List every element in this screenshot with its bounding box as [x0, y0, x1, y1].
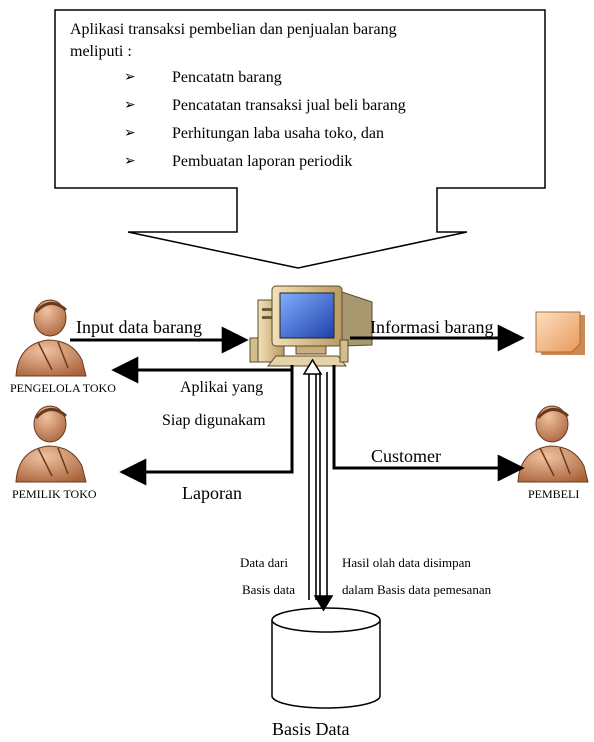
- database-cylinder-icon: [271, 607, 381, 709]
- callout-box: [54, 9, 546, 269]
- actor-label-pemilik: PEMILIK TOKO: [12, 487, 97, 501]
- list-item: Perhitungan laba usaha toko, dan: [172, 125, 384, 142]
- computer-icon: [249, 285, 373, 367]
- label-customer: Customer: [371, 446, 441, 466]
- arrow-laporan: [119, 370, 294, 486]
- label-input-data: Input data barang: [76, 317, 202, 337]
- label-laporan: Laporan: [182, 483, 242, 503]
- person-icon: [15, 299, 87, 377]
- actor-label-pengelola: PENGELOLA TOKO: [10, 381, 116, 395]
- actor-label-pembeli: PEMBELI: [528, 487, 580, 501]
- bullet-arrow-icon: ➢: [124, 98, 136, 113]
- arrow-customer: [332, 365, 525, 482]
- label-hasil-olah: Hasil olah data disimpan: [342, 555, 471, 570]
- label-hasil-olah-cont: dalam Basis data pemesanan: [342, 582, 492, 597]
- person-icon: [517, 405, 589, 483]
- bullet-arrow-icon: ➢: [124, 70, 136, 85]
- document-icon: [535, 311, 585, 355]
- label-aplikasi: Aplikai yang: [180, 379, 264, 396]
- label-data-dari: Data dari: [240, 555, 289, 570]
- label-data-dari-cont: Basis data: [242, 582, 296, 597]
- bullet-arrow-icon: ➢: [124, 126, 136, 141]
- label-informasi: Informasi barang: [370, 317, 494, 337]
- arrow-hasil-olah: [313, 372, 334, 612]
- list-item: Pembuatan laporan periodik: [172, 153, 353, 170]
- callout-intro: Aplikasi transaksi pembelian dan penjual…: [70, 21, 397, 38]
- callout-intro-cont: meliputi :: [70, 43, 132, 60]
- person-icon: [15, 405, 87, 483]
- list-item: Pencatatan transaksi jual beli barang: [172, 97, 406, 114]
- database-label: Basis Data: [272, 719, 350, 739]
- list-item: Pencatatn barang: [172, 69, 282, 86]
- arrow-aplikasi: [111, 356, 294, 384]
- arrow-data-dari: [302, 358, 323, 600]
- bullet-arrow-icon: ➢: [124, 154, 136, 169]
- label-aplikasi-cont: Siap digunakam: [162, 412, 266, 429]
